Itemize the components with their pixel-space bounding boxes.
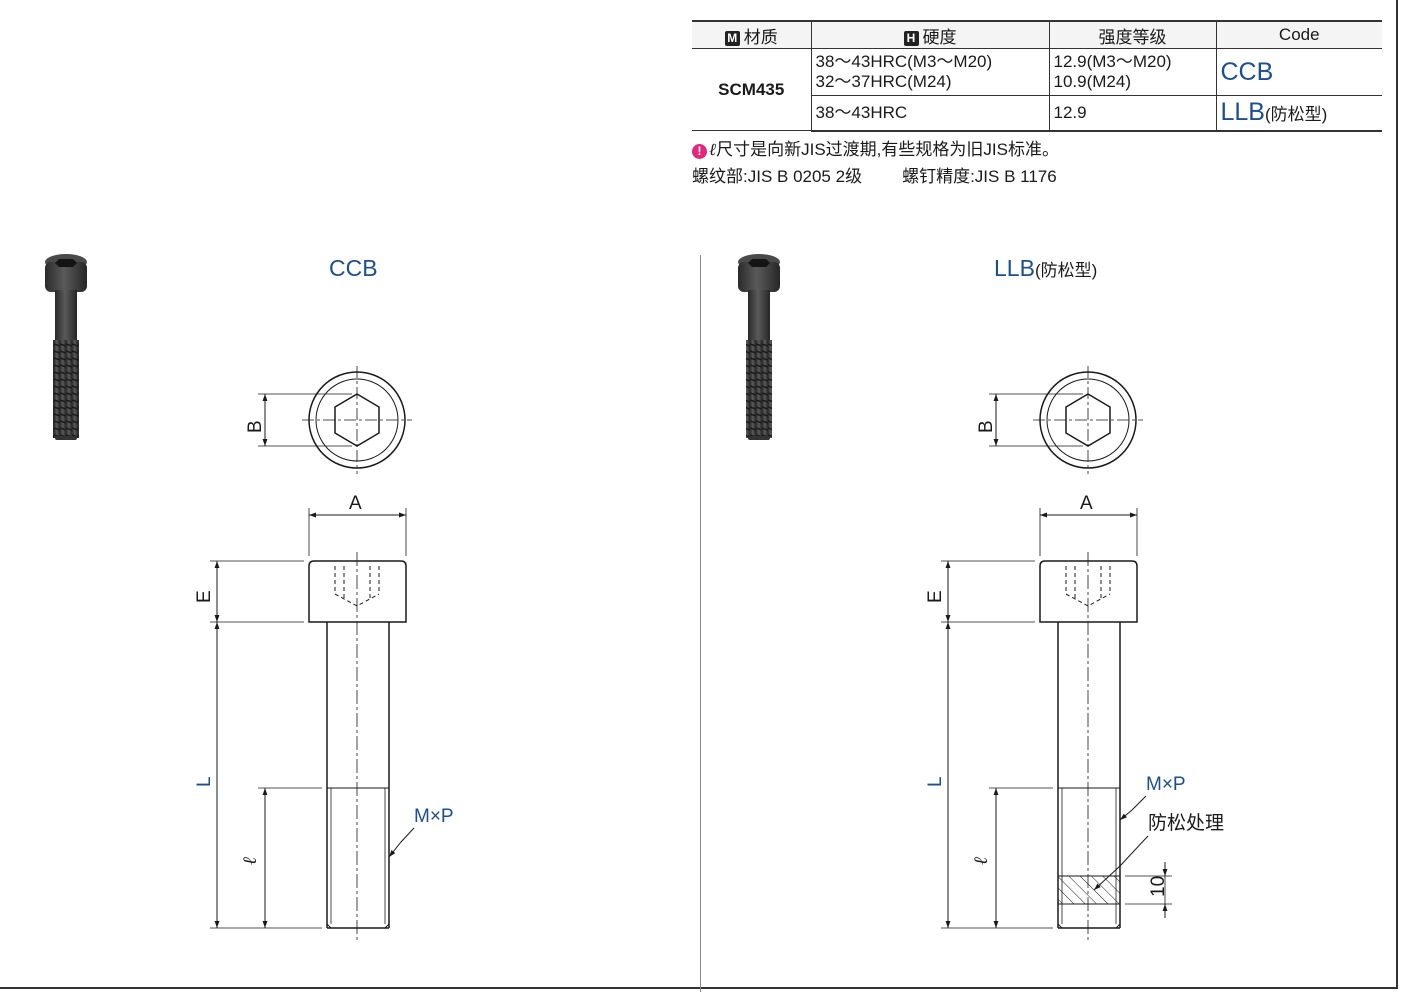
llb-title: LLB(防松型) [994,255,1098,281]
llb-top-view [989,366,1143,474]
note-standards: 螺纹部:JIS B 0205 2级螺钉精度:JIS B 1176 [692,167,1057,186]
strength-cell: 12.9 [1048,95,1217,132]
header-strength: 强度等级 [1048,20,1217,49]
dim-label-ell: ℓ [970,857,992,865]
treatment-length-label: 10 [1148,876,1169,897]
thread-label: M×P [1146,774,1186,795]
code-cell: LLB(防松型) [1215,95,1382,132]
dim-label-ell: ℓ [239,857,261,865]
llb-screw-illustration [738,254,780,440]
dim-label-a: A [1080,493,1093,514]
material-cell: SCM435 [692,48,812,131]
note-length-standard: !ℓ尺寸是向新JIS过渡期,有些规格为旧JIS标准。 [692,135,1059,160]
table-row: 38～43HRC 12.9 LLB(防松型) [692,95,1382,132]
thread-label: M×P [414,806,454,827]
ccb-side-view [210,508,415,940]
code-cell: CCB [1215,48,1382,96]
dim-label-b: B [976,420,997,433]
dim-label-e: E [925,590,946,603]
header-code: Code [1215,20,1382,49]
dim-label-e: E [194,590,215,603]
ccb-screw-illustration [45,254,87,440]
ell-symbol: ℓ [709,140,717,160]
dim-label-b: B [245,420,266,433]
warning-icon: ! [692,144,707,159]
dim-label-l: L [925,776,946,787]
ccb-title: CCB [329,255,378,281]
dim-label-a: A [349,493,362,514]
strength-cell: 12.9(M3～M20) 10.9(M24) [1048,48,1217,96]
table-row: SCM435 38～43HRC(M3～M20) 32～37HRC(M24) 12… [692,48,1382,131]
llb-side-view [941,508,1172,940]
dim-label-l: L [194,776,215,787]
material-badge-icon: M [724,30,740,46]
hardness-cell: 38～43HRC [811,95,1050,132]
hardness-badge-icon: H [903,30,919,46]
ccb-top-view [258,366,412,474]
treatment-label: 防松处理 [1148,812,1224,834]
center-divider [700,255,701,992]
lock-treatment-hatch [1058,876,1120,904]
